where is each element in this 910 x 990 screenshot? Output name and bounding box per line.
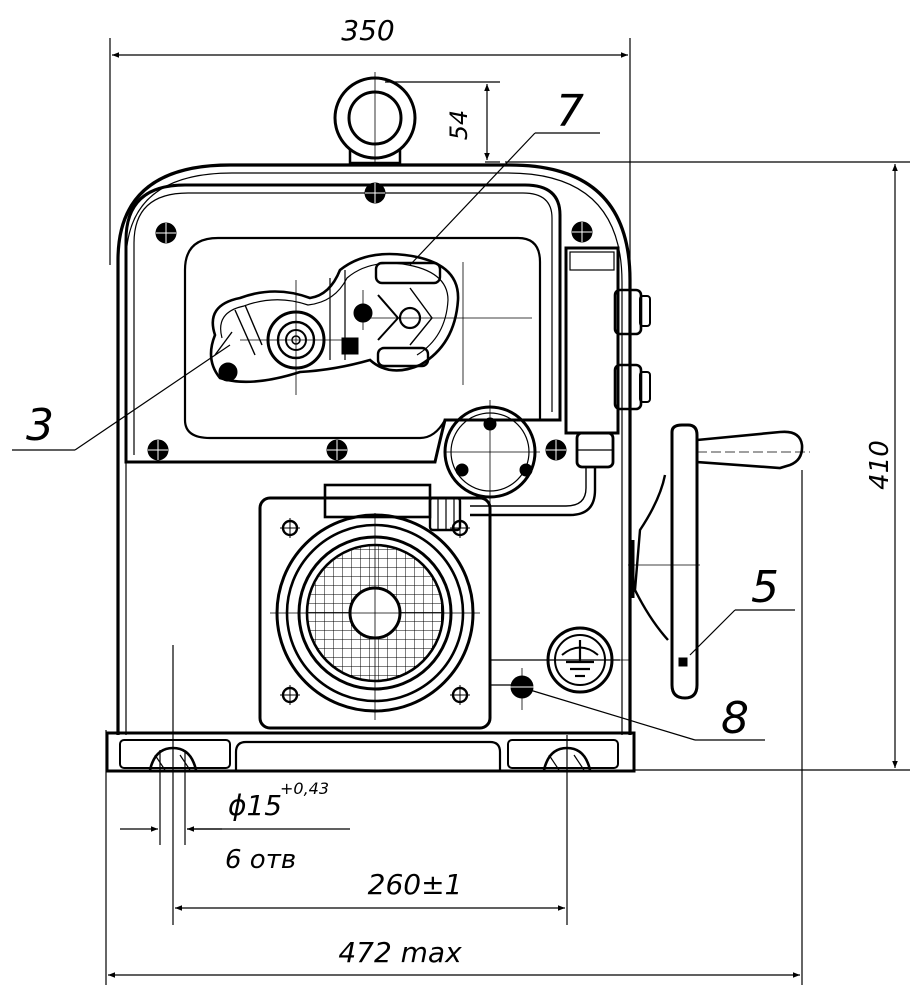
cam-mechanism bbox=[209, 252, 532, 395]
base-plate bbox=[105, 731, 636, 773]
dimension-lines bbox=[105, 38, 910, 985]
dim-hole-count: 6 отв bbox=[225, 845, 296, 875]
dim-54: 54 bbox=[445, 110, 473, 141]
upper-cover bbox=[124, 183, 562, 464]
dim-hole-tolerance: +0,43 bbox=[280, 779, 329, 798]
hand-wheel bbox=[628, 423, 810, 700]
dim-hole-diameter: ϕ15 bbox=[228, 789, 282, 822]
callout-leaders bbox=[12, 132, 795, 741]
dimension-labels: 350 54 410 ϕ15 +0,43 6 отв 260±1 472 max bbox=[225, 14, 895, 969]
round-indicator bbox=[443, 400, 540, 510]
bolt-crosshairs bbox=[148, 183, 592, 460]
cover-bolts bbox=[147, 182, 593, 461]
dim-350: 350 bbox=[341, 14, 394, 47]
housing-outline bbox=[116, 163, 632, 735]
dim-260: 260±1 bbox=[368, 868, 463, 901]
callout-7: 7 bbox=[556, 86, 584, 137]
callout-5: 5 bbox=[751, 562, 779, 613]
main-housing bbox=[105, 163, 636, 773]
dim-410: 410 bbox=[865, 440, 895, 490]
ground-terminal bbox=[545, 626, 630, 694]
callout-3: 3 bbox=[26, 400, 54, 451]
inspection-window bbox=[183, 236, 542, 440]
mounting-holes bbox=[148, 746, 592, 771]
callout-8: 8 bbox=[721, 693, 749, 744]
dim-472: 472 max bbox=[338, 936, 462, 969]
junction-box bbox=[470, 246, 651, 517]
foot-right bbox=[507, 739, 619, 769]
callout-labels: 3 7 5 8 bbox=[26, 86, 779, 744]
bolt-8 bbox=[503, 668, 545, 710]
motor-assembly bbox=[258, 483, 620, 730]
eye-bolt bbox=[333, 72, 417, 165]
foot-left bbox=[119, 739, 231, 769]
